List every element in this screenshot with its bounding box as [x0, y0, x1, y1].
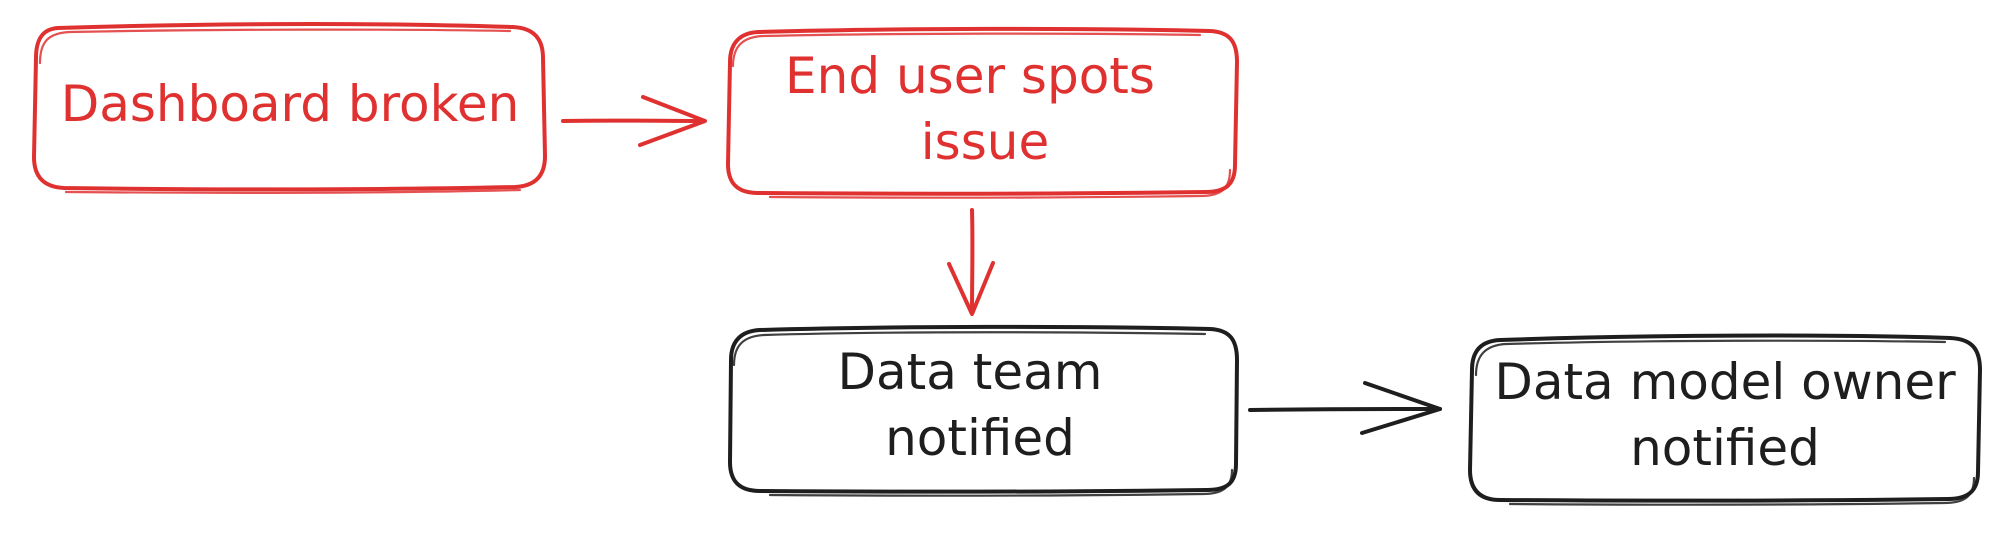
node-dashboard-broken-border-echo — [38, 28, 522, 194]
node-data-model-owner-notified-border — [1468, 333, 1982, 503]
edge-end-user-to-data-team-head — [947, 261, 995, 316]
edge-data-team-to-model-owner — [1248, 381, 1442, 435]
node-end-user-spots-issue-label-line1: End user spots — [785, 47, 1155, 105]
node-data-team-notified[interactable]: Data team notified — [728, 324, 1239, 497]
edge-data-team-to-model-owner-shaft — [1248, 407, 1442, 412]
node-data-model-owner-notified-label-line1: Data model owner — [1494, 353, 1956, 411]
node-data-team-notified-label-line1: Data team — [838, 343, 1103, 401]
node-data-model-owner-notified[interactable]: Data model owner notified — [1468, 333, 1982, 506]
node-data-model-owner-notified-border-echo — [1474, 339, 1976, 506]
node-end-user-spots-issue-border-echo — [731, 32, 1232, 199]
node-data-team-notified-border — [728, 324, 1239, 494]
node-data-model-owner-notified-label-line2: notified — [1630, 419, 1820, 477]
edge-end-user-to-data-team — [947, 208, 995, 316]
node-end-user-spots-issue[interactable]: End user spots issue — [726, 26, 1239, 199]
node-dashboard-broken-border — [32, 22, 547, 192]
edge-dashboard-to-end-user-head — [638, 95, 707, 147]
edge-data-team-to-model-owner-head — [1360, 381, 1442, 435]
node-dashboard-broken[interactable]: Dashboard broken — [32, 22, 547, 194]
node-end-user-spots-issue-label-line2: issue — [921, 113, 1049, 171]
node-data-team-notified-border-echo — [732, 331, 1234, 497]
node-end-user-spots-issue-border — [726, 26, 1239, 196]
edge-dashboard-to-end-user — [561, 95, 707, 147]
node-data-team-notified-label-line2: notified — [885, 409, 1075, 467]
node-dashboard-broken-label: Dashboard broken — [61, 75, 520, 133]
